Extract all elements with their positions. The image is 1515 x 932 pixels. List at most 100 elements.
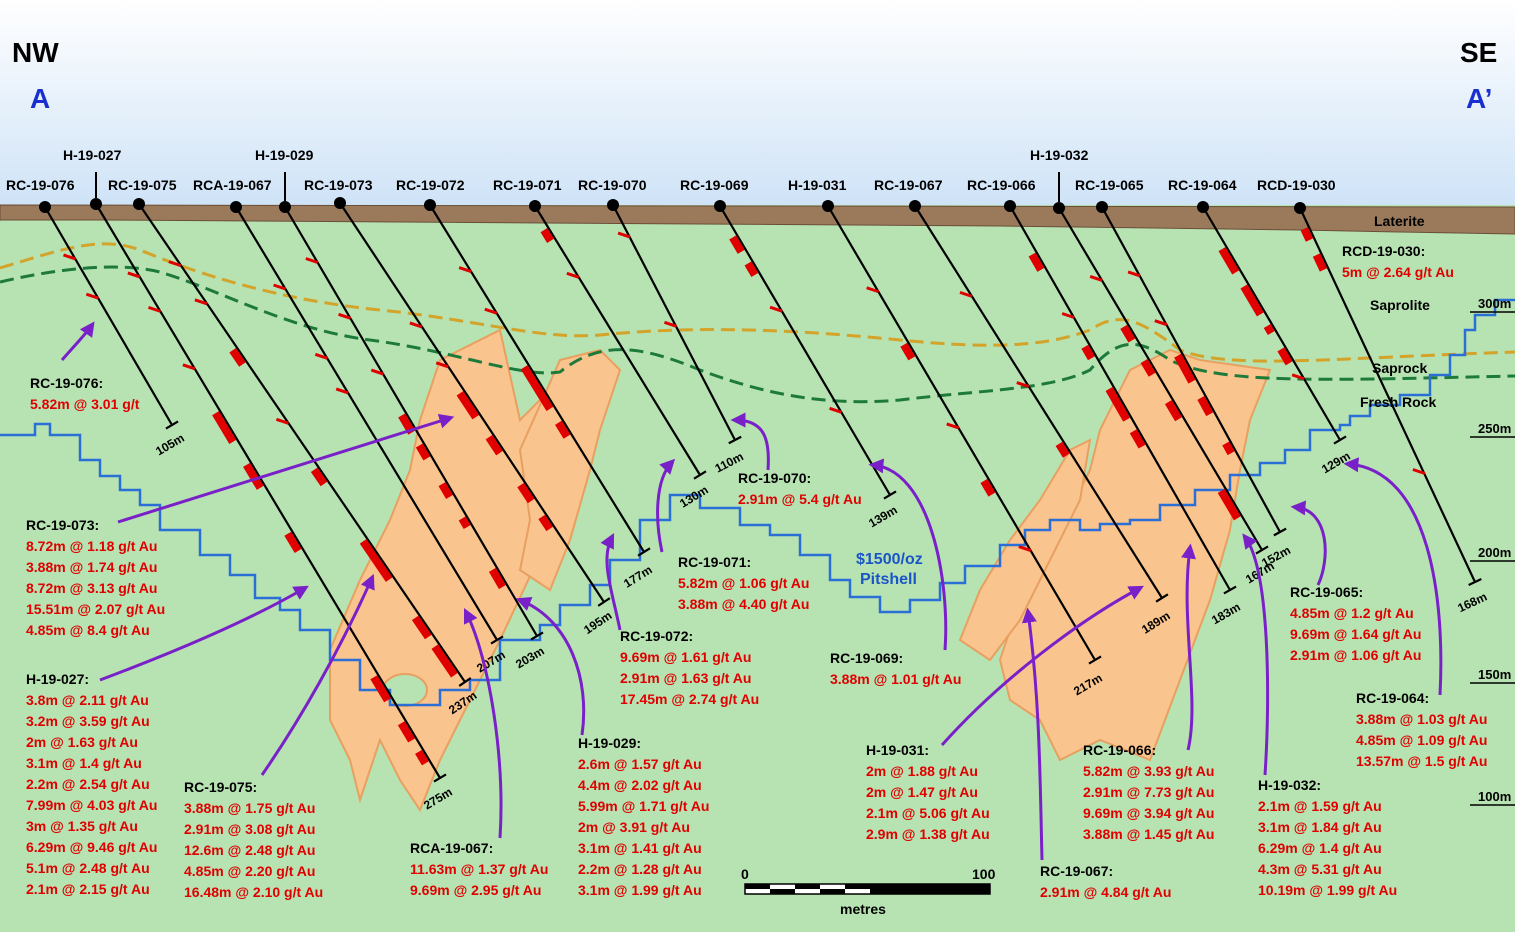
collar-marker <box>1053 202 1065 214</box>
assay-tick <box>168 260 182 268</box>
arrow-rca-19-067 <box>463 607 503 839</box>
gold-intercept <box>517 482 535 504</box>
assay-tick <box>273 283 287 291</box>
scale-start-label: 0 <box>741 866 749 882</box>
drill-trace <box>1202 206 1341 441</box>
arrow-rc-19-066 <box>1181 543 1196 751</box>
section-a-prime-label: A’ <box>1466 83 1492 114</box>
assay-tick <box>566 271 580 279</box>
assay-tick <box>769 305 783 313</box>
annotation-rc-19-064: RC-19-064:3.88m @ 1.03 g/t Au4.85m @ 1.0… <box>1356 690 1487 769</box>
hole-end-cap <box>693 470 707 480</box>
arrow-rc-19-064 <box>1343 457 1443 696</box>
annotation-intercept: 2m @ 1.47 g/t Au <box>866 784 978 800</box>
drill-trace <box>534 205 701 476</box>
annotation-intercept: 2m @ 1.63 g/t Au <box>26 734 138 750</box>
annotation-intercept: 2.1m @ 2.15 g/t Au <box>26 881 150 897</box>
assay-tick <box>1061 312 1075 319</box>
annotation-intercept: 7.99m @ 4.03 g/t Au <box>26 797 157 813</box>
elevation-axis: 300m 250m 200m 150m 100m <box>1470 296 1515 806</box>
arrow-h-19-027 <box>99 585 309 682</box>
annotation-rc-19-071: RC-19-071:5.82m @ 1.06 g/t Au3.88m @ 4.4… <box>678 554 809 612</box>
elevation-label-250: 250m <box>1478 421 1511 436</box>
assay-tick <box>182 363 196 371</box>
gold-intercept <box>243 462 264 490</box>
annotation-title: RC-19-071: <box>678 554 751 570</box>
drill-trace <box>339 202 605 603</box>
arrow-h-19-032 <box>1242 533 1270 776</box>
annotation-rc-19-073: RC-19-073:8.72m @ 1.18 g/t Au3.88m @ 1.7… <box>26 517 165 638</box>
drill-trace <box>827 205 1096 661</box>
drill-trace <box>914 205 1163 599</box>
drill-trace <box>235 206 498 641</box>
gold-intercept <box>1140 358 1156 377</box>
assay-tick <box>370 368 384 376</box>
pitshell-price-label: $1500/oz <box>856 551 923 568</box>
collar-marker <box>1004 200 1016 212</box>
arrow-rc-19-067 <box>1021 607 1044 861</box>
annotation-title: H-19-031: <box>866 742 929 758</box>
annotation-rc-19-069: RC-19-069:3.88m @ 1.01 g/t Au <box>830 650 961 687</box>
hole-id-label: H-19-031 <box>788 177 847 193</box>
gold-intercept <box>520 365 554 411</box>
annotation-intercept: 10.19m @ 1.99 g/t Au <box>1258 882 1397 898</box>
annotation-intercept: 13.57m @ 1.5 g/t Au <box>1356 753 1487 769</box>
hole-id-label: RCA-19-067 <box>193 177 272 193</box>
hole-id-label: RC-19-072 <box>396 177 465 193</box>
collar-marker <box>909 200 921 212</box>
annotation-intercept: 4.85m @ 8.4 g/t Au <box>26 622 150 638</box>
assay-tick <box>1154 319 1168 327</box>
annotation-intercept: 5.99m @ 1.71 g/t Au <box>578 798 709 814</box>
annotation-title: RC-19-073: <box>26 517 99 533</box>
gold-intercept <box>1081 344 1095 361</box>
annotation-intercept: 16.48m @ 2.10 g/t Au <box>184 884 323 900</box>
drill-trace <box>1009 205 1231 591</box>
annotation-title: RC-19-064: <box>1356 690 1429 706</box>
assay-tick <box>1127 270 1141 278</box>
scale-unit-label: metres <box>840 901 886 917</box>
annotation-intercept: 9.69m @ 1.61 g/t Au <box>620 649 751 665</box>
annotation-intercept: 2.2m @ 1.28 g/t Au <box>578 861 702 877</box>
annotation-intercept: 5.82m @ 3.93 g/t Au <box>1083 763 1214 779</box>
annotation-intercept: 2.1m @ 1.59 g/t Au <box>1258 798 1382 814</box>
assay-tick <box>866 286 880 294</box>
gold-intercept <box>1164 400 1182 422</box>
pitshell-outline <box>0 298 1515 707</box>
elevation-label-150: 150m <box>1478 667 1511 682</box>
collar-marker <box>230 201 242 213</box>
gold-intercept <box>538 514 554 532</box>
annotation-intercept: 5m @ 2.64 g/t Au <box>1342 264 1454 280</box>
elevation-label-200: 200m <box>1478 545 1511 560</box>
gold-intercept <box>555 420 571 439</box>
annotation-intercept: 5.82m @ 3.01 g/t <box>30 396 140 412</box>
drill-trace <box>284 206 538 637</box>
gold-intercept <box>1105 386 1131 422</box>
scale-bar-segment <box>745 884 770 889</box>
arrow-h-19-029 <box>515 596 586 736</box>
annotation-intercept: 3.8m @ 2.11 g/t Au <box>26 692 149 708</box>
annotation-intercept: 4.85m @ 1.2 g/t Au <box>1290 605 1414 621</box>
annotation-intercept: 4.85m @ 1.09 g/t Au <box>1356 732 1487 748</box>
collar-marker <box>822 200 834 212</box>
gold-intercept <box>900 342 916 361</box>
gold-intercept <box>485 434 503 456</box>
annotation-title: H-19-027: <box>26 671 89 687</box>
gold-intercept <box>488 567 506 590</box>
annotation-rc-19-076: RC-19-076:5.82m @ 3.01 g/t <box>30 375 140 412</box>
hole-id-label: RC-19-067 <box>874 177 943 193</box>
collar-marker <box>39 201 51 213</box>
annotation-intercept: 2.9m @ 1.38 g/t Au <box>866 826 990 842</box>
fresh-rock-background <box>0 205 1515 932</box>
assay-tick <box>1018 545 1032 552</box>
assay-tick <box>1016 381 1030 388</box>
gold-intercept <box>359 539 393 582</box>
assay-tick <box>484 307 498 315</box>
drill-trace <box>719 205 891 496</box>
collar-marker <box>424 199 436 211</box>
annotation-intercept: 8.72m @ 1.18 g/t Au <box>26 538 157 554</box>
collar-marker <box>133 198 145 210</box>
annotation-title: RC-19-065: <box>1290 584 1363 600</box>
pitshell-name-label: Pitshell <box>860 571 917 588</box>
annotation-intercept: 3.88m @ 1.45 g/t Au <box>1083 826 1214 842</box>
